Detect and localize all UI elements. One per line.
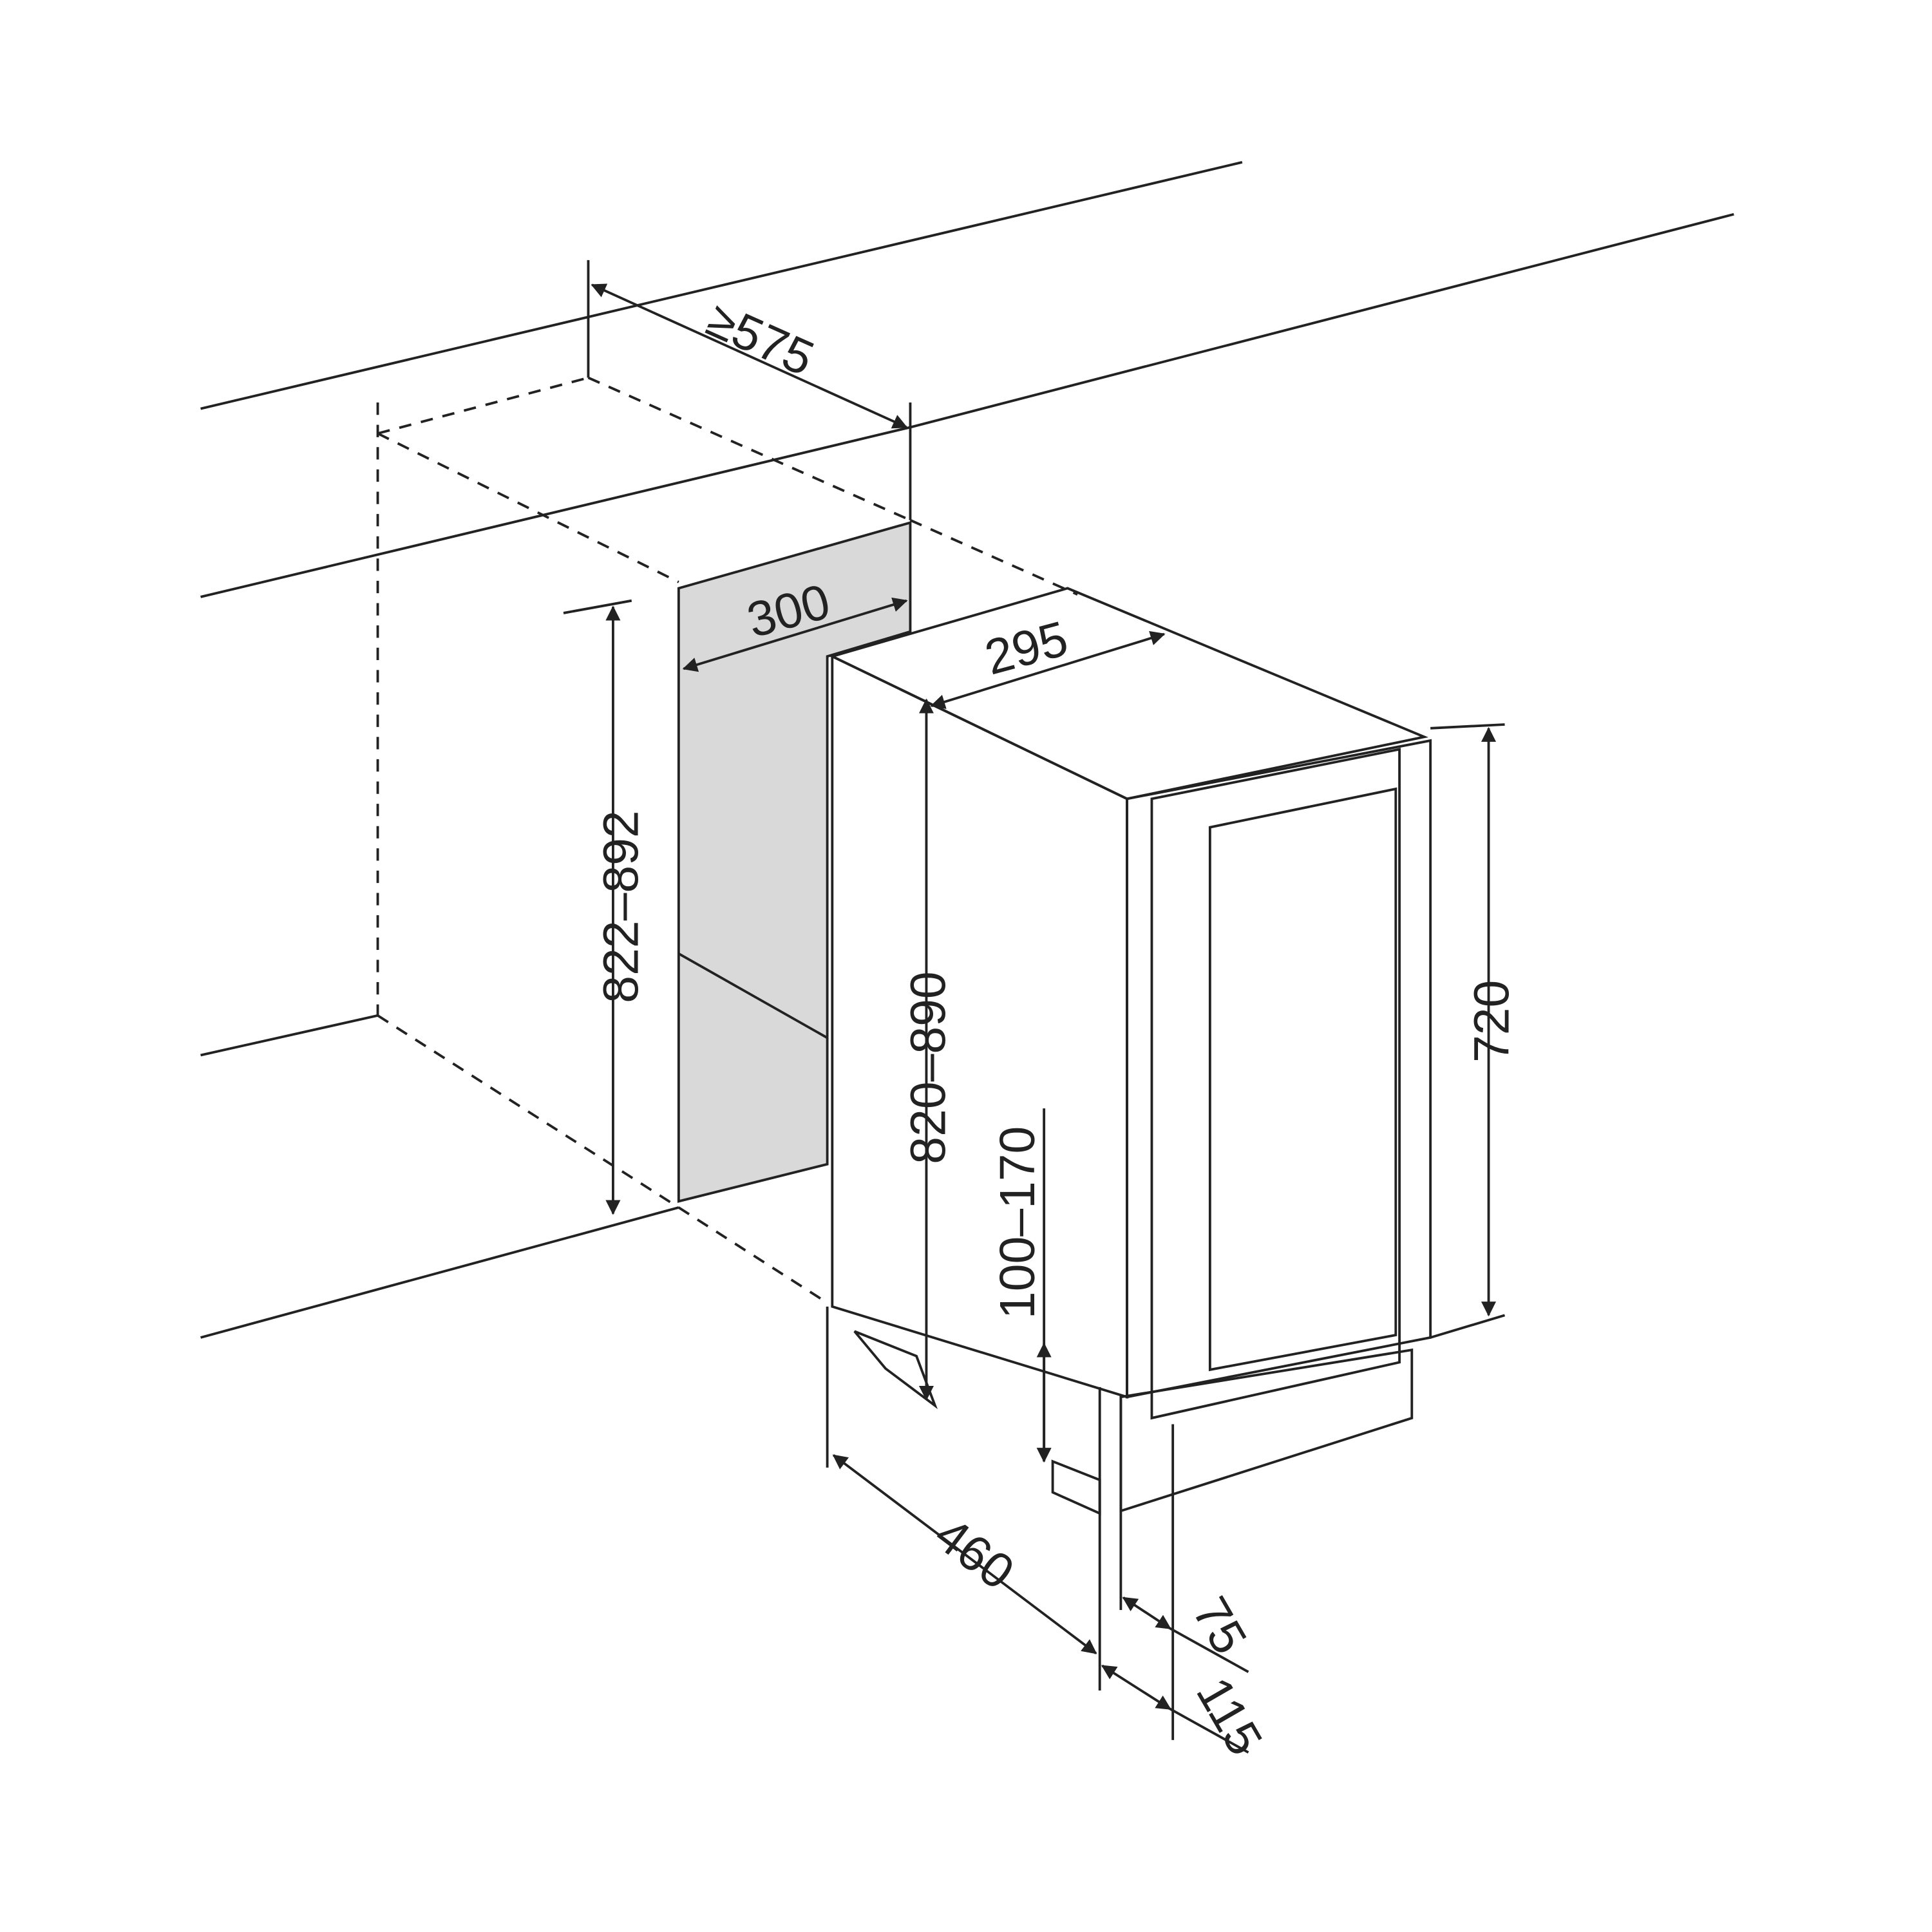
dim-unit-height: 820–890 [900, 971, 956, 1164]
dim-niche-height: 822–892 [593, 810, 649, 1003]
dim-plinth-offset: 115 [1186, 1669, 1273, 1765]
countertop [200, 161, 1734, 598]
dim-plinth-height: 100–170 [990, 1126, 1045, 1319]
foot [1051, 1459, 1101, 1515]
dim-door-offset: 75 [1182, 1588, 1257, 1663]
dim-door-height: 720 [1464, 980, 1519, 1063]
dim-niche-depth: ≥575 [699, 291, 822, 386]
dim-unit-width: 295 [980, 611, 1074, 685]
door-frame [1150, 748, 1401, 1420]
foot [853, 1330, 938, 1410]
plinth [1119, 1348, 1414, 1513]
niche-outline [376, 260, 1078, 1304]
dimension-lines [563, 283, 1506, 1754]
door-glass [1208, 787, 1397, 1372]
floor [200, 1014, 679, 1339]
